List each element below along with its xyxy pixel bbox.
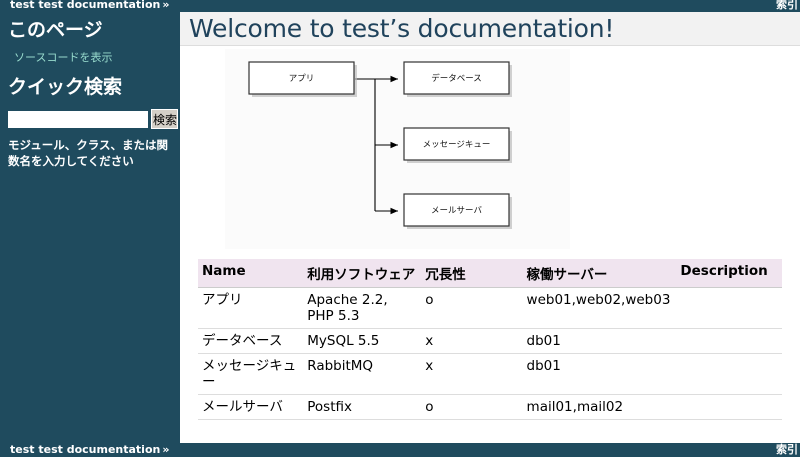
cell-name: データベース	[198, 328, 304, 354]
table-row: データベース MySQL 5.5 x db01	[198, 328, 782, 354]
document-body: Welcome to test’s documentation!	[180, 12, 800, 443]
cell-servers: web01,web02,web03	[522, 287, 677, 329]
cell-description	[676, 328, 782, 354]
cell-servers: mail01,mail02	[522, 394, 677, 420]
breadcrumb-separator-bottom: »	[162, 443, 170, 456]
page-title-band: Welcome to test’s documentation!	[180, 12, 800, 46]
top-navigation-bar: test test documentation» 索引	[0, 0, 800, 12]
search-hint-text: モジュール、クラス、または関数名を入力してください	[8, 138, 168, 168]
diagram-svg: アプリ データベース メッセージキュー メールサーバ	[248, 61, 512, 229]
search-submit-button[interactable]: 検索	[151, 109, 178, 129]
cell-software: Apache 2.2, PHP 5.3	[303, 287, 422, 329]
sidebar-heading-quick-search: クイック検索	[8, 76, 123, 98]
sidebar: このページ ソースコードを表示 クイック検索 検索 モジュール、クラス、または関…	[0, 12, 180, 443]
cell-software: MySQL 5.5	[303, 328, 422, 354]
table-header-description: Description	[676, 259, 782, 288]
table-header-redundancy: 冗長性	[421, 259, 523, 288]
diagram-node-mq	[403, 127, 510, 161]
sidebar-show-source-wrap: ソースコードを表示	[0, 44, 180, 65]
cell-redundancy: x	[421, 353, 523, 395]
cell-description	[676, 287, 782, 329]
table-header-software: 利用ソフトウェア	[303, 259, 422, 288]
top-nav-right: 索引	[776, 0, 798, 11]
page-title: Welcome to test’s documentation!	[189, 13, 615, 43]
breadcrumb-project-link[interactable]: test test documentation	[10, 0, 161, 11]
cell-redundancy: o	[421, 287, 523, 329]
cell-name: アプリ	[198, 287, 304, 329]
breadcrumb-bottom: test test documentation»	[10, 443, 169, 456]
cell-redundancy: o	[421, 394, 523, 420]
cell-software: Postfix	[303, 394, 422, 420]
architecture-diagram: アプリ データベース メッセージキュー メールサーバ	[180, 46, 800, 259]
table-header-servers: 稼働サーバー	[522, 259, 677, 288]
cell-servers: db01	[522, 353, 677, 395]
table-row: アプリ Apache 2.2, PHP 5.3 o web01,web02,we…	[198, 287, 782, 329]
table-header-row: Name 利用ソフトウェア 冗長性 稼働サーバー Description	[198, 259, 782, 288]
diagram-node-mail-label: メールサーバ	[431, 206, 482, 216]
sidebar-heading-this-page: このページ	[8, 19, 103, 41]
cell-name: メッセージキュー	[198, 353, 304, 395]
components-table-wrap: Name 利用ソフトウェア 冗長性 稼働サーバー Description アプリ…	[180, 259, 800, 420]
cell-servers: db01	[522, 328, 677, 354]
diagram-node-mail	[403, 193, 510, 227]
diagram-node-mq-label: メッセージキュー	[423, 140, 491, 150]
diagram-node-db	[403, 61, 510, 95]
show-source-link[interactable]: ソースコードを表示	[14, 51, 113, 64]
index-link[interactable]: 索引	[776, 0, 798, 11]
cell-redundancy: x	[421, 328, 523, 354]
diagram-node-app	[248, 61, 355, 95]
breadcrumb: test test documentation»	[10, 0, 169, 11]
search-input[interactable]	[8, 110, 148, 128]
search-form: 検索	[8, 109, 180, 129]
bottom-nav-right: 索引	[776, 443, 798, 456]
breadcrumb-separator: »	[162, 0, 170, 11]
diagram-node-db-label: データベース	[431, 73, 482, 84]
index-link-bottom[interactable]: 索引	[776, 443, 798, 456]
breadcrumb-project-link-bottom[interactable]: test test documentation	[10, 443, 161, 456]
table-header-name: Name	[198, 259, 304, 288]
table-row: メッセージキュー RabbitMQ x db01	[198, 353, 782, 395]
cell-description	[676, 353, 782, 395]
cell-name: メールサーバ	[198, 394, 304, 420]
cell-description	[676, 394, 782, 420]
cell-software: RabbitMQ	[303, 353, 422, 395]
diagram-node-app-label: アプリ	[289, 74, 315, 84]
components-table: Name 利用ソフトウェア 冗長性 稼働サーバー Description アプリ…	[198, 259, 782, 420]
bottom-navigation-bar: test test documentation» 索引	[0, 443, 800, 457]
table-row: メールサーバ Postfix o mail01,mail02	[198, 394, 782, 420]
